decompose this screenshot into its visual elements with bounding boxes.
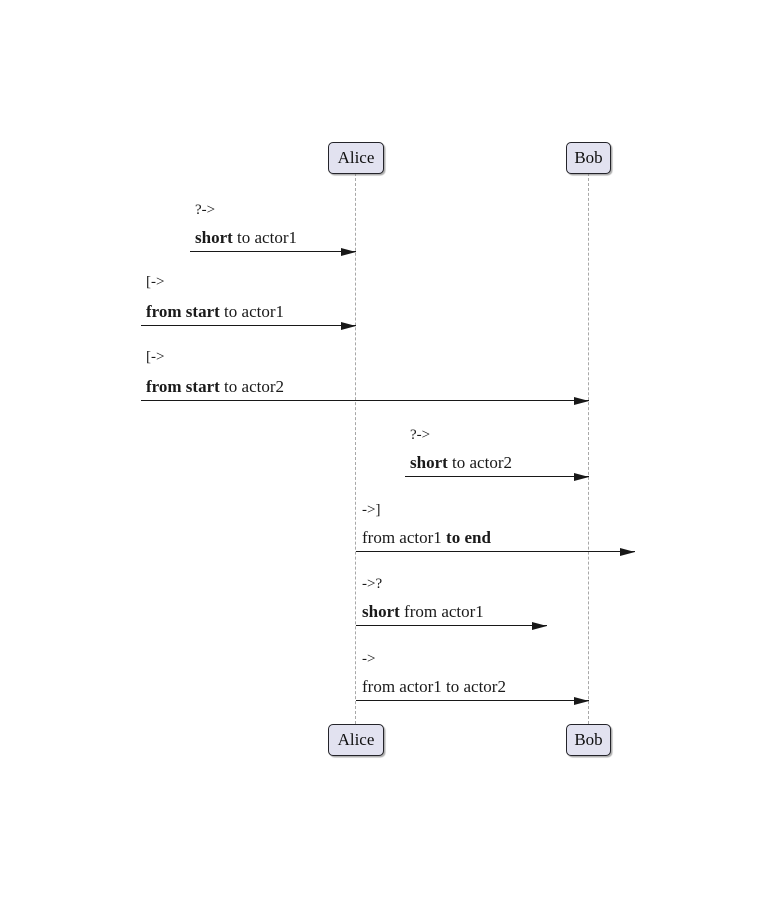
label-segment: from actor1 to actor2 xyxy=(362,677,506,696)
actor-label-alice: Alice xyxy=(337,730,375,749)
label-segment: to actor1 xyxy=(219,302,284,321)
actor-box-alice-bottom: Alice xyxy=(328,724,384,756)
message-4-arrow xyxy=(405,473,589,481)
actor-box-bob-bottom: Bob xyxy=(566,724,611,756)
message-3-arrow xyxy=(141,397,589,405)
actor-label-bob: Bob xyxy=(574,148,603,167)
actor-label-alice: Alice xyxy=(337,148,375,167)
actor-label-bob: Bob xyxy=(574,730,603,749)
message-5-label: from actor1 to end xyxy=(362,528,491,547)
label-segment: from start xyxy=(146,377,220,396)
message-1-prefix: ?-> xyxy=(195,202,216,218)
label-segment: from actor1 xyxy=(362,528,447,547)
message-7-arrow xyxy=(356,697,589,705)
message-7-label: from actor1 to actor2 xyxy=(362,677,506,696)
message-6-arrow xyxy=(356,622,547,630)
message-1-label: short to actor1 xyxy=(195,228,297,247)
arrowhead-icon xyxy=(341,248,356,256)
message-5-arrow xyxy=(356,548,635,556)
arrowhead-icon xyxy=(532,622,547,630)
label-segment: short xyxy=(410,453,448,472)
arrowhead-icon xyxy=(574,697,589,705)
arrowhead-icon xyxy=(620,548,635,556)
lifeline-bob xyxy=(588,173,589,724)
arrowhead-icon xyxy=(574,397,589,405)
label-segment: to actor1 xyxy=(232,228,297,247)
message-4-label: short to actor2 xyxy=(410,453,512,472)
label-segment: short xyxy=(362,602,400,621)
message-6-label: short from actor1 xyxy=(362,602,484,621)
arrowhead-icon xyxy=(574,473,589,481)
message-4-prefix: ?-> xyxy=(410,427,431,443)
label-segment: short xyxy=(195,228,233,247)
label-segment: from actor1 xyxy=(399,602,484,621)
arrowhead-icon xyxy=(341,322,356,330)
message-7-prefix: -> xyxy=(362,651,376,667)
actor-box-alice-top: Alice xyxy=(328,142,384,174)
message-3-label: from start to actor2 xyxy=(146,377,284,396)
label-segment: from start xyxy=(146,302,220,321)
label-segment: to actor2 xyxy=(447,453,512,472)
label-segment: to actor2 xyxy=(219,377,284,396)
message-1-arrow xyxy=(190,248,356,256)
message-5-prefix: ->] xyxy=(362,502,381,518)
message-2-arrow xyxy=(141,322,356,330)
message-2-prefix: [-> xyxy=(146,274,165,290)
message-6-prefix: ->? xyxy=(362,576,383,592)
message-3-prefix: [-> xyxy=(146,349,165,365)
actor-box-bob-top: Bob xyxy=(566,142,611,174)
lifeline-alice xyxy=(355,173,356,724)
message-2-label: from start to actor1 xyxy=(146,302,284,321)
label-segment: to end xyxy=(446,528,491,547)
